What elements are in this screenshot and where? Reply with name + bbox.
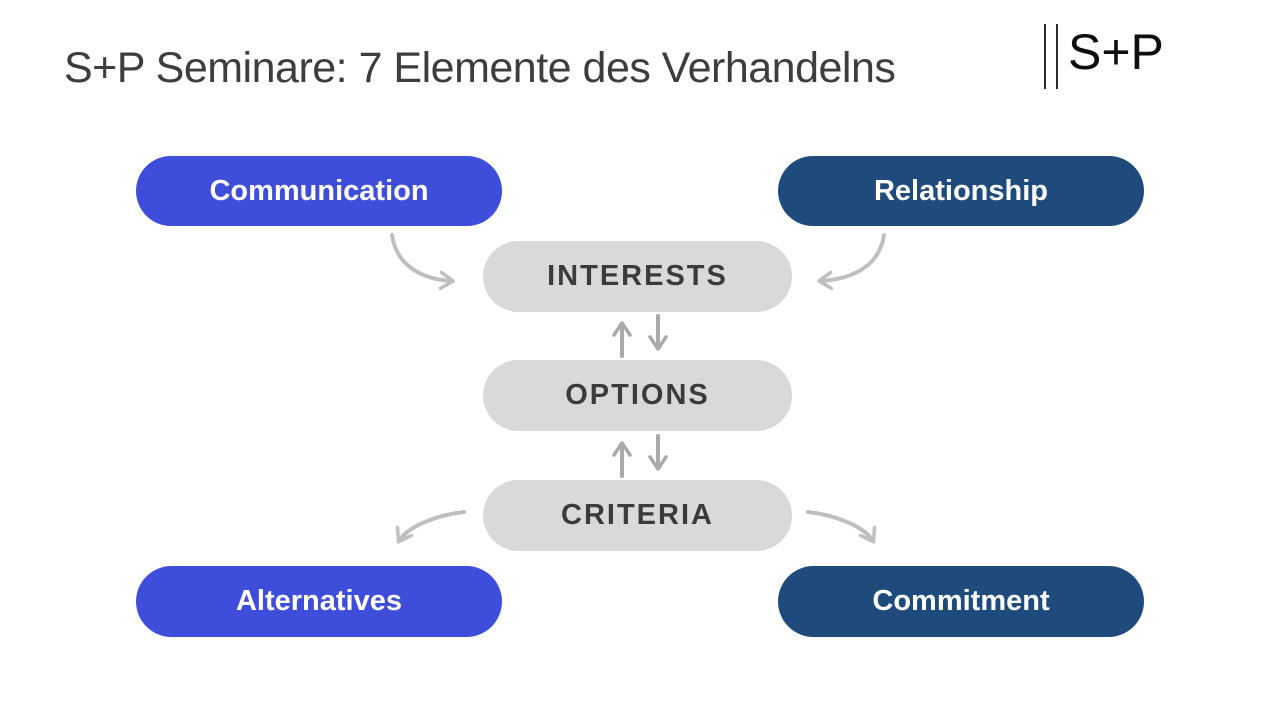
node-options: OPTIONS — [483, 360, 792, 431]
node-communication-label: Communication — [209, 174, 429, 207]
page-title: S+P Seminare: 7 Elemente des Verhandelns — [64, 44, 896, 92]
node-commitment: Commitment — [778, 566, 1144, 637]
node-criteria-label: CRITERIA — [561, 499, 714, 531]
arrow-criteria-commitment — [806, 510, 877, 544]
node-interests: INTERESTS — [483, 241, 792, 312]
node-commitment-label: Commitment — [872, 585, 1050, 617]
node-relationship-label: Relationship — [873, 174, 1048, 207]
node-interests-label: INTERESTS — [547, 260, 728, 292]
logo: S+P — [1044, 22, 1164, 89]
arrow-relationship-interests — [817, 233, 886, 291]
node-alternatives-label: Alternatives — [235, 585, 402, 617]
node-options-label: OPTIONS — [565, 379, 710, 411]
logo-bars-icon — [1044, 24, 1058, 89]
node-criteria: CRITERIA — [483, 480, 792, 551]
node-communication: Communication — [136, 156, 502, 226]
arrow-criteria-alternatives — [395, 510, 466, 544]
logo-text: S+P — [1068, 24, 1164, 80]
node-alternatives: Alternatives — [136, 566, 502, 637]
arrow-communication-interests — [390, 233, 455, 291]
node-relationship: Relationship — [778, 156, 1144, 226]
